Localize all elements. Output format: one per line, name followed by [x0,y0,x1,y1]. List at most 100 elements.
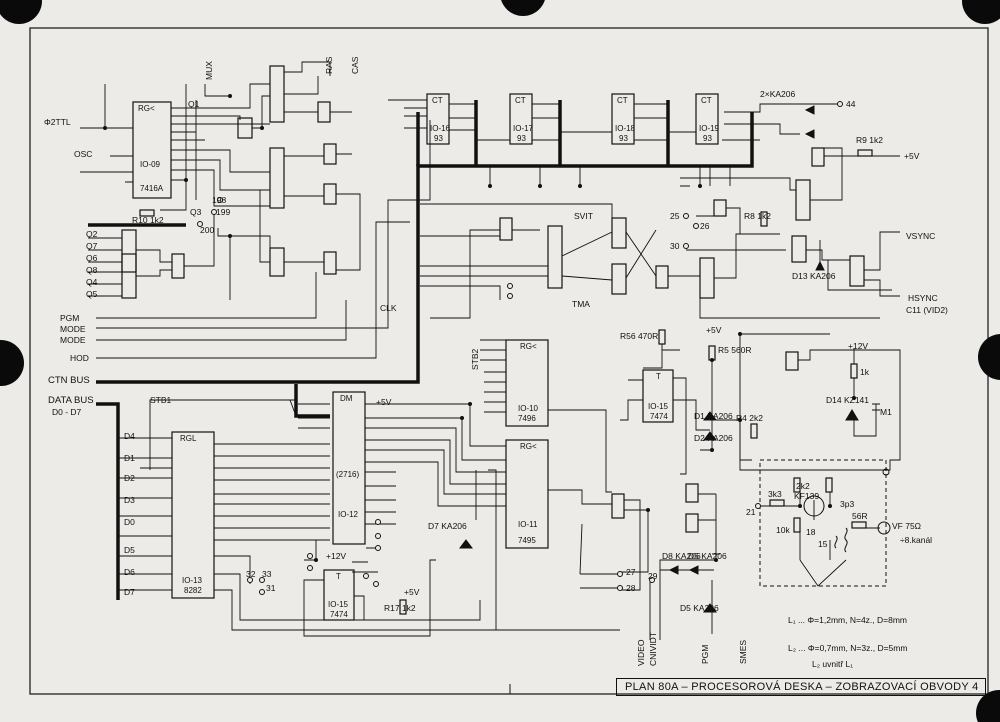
gate-and-7 [269,247,285,277]
chip-counter-19 [695,93,719,145]
gate-23 [685,513,699,533]
wiring [80,61,901,640]
chip-7474b-part: IO-15 [328,600,349,609]
label-28: 28 [626,583,636,593]
gate-and-6 [171,253,185,279]
label-data-bus-range: D0 - D7 [52,407,82,417]
label-d6: D6 [124,567,135,577]
label-27: 27 [626,567,636,577]
gate-18 [849,255,865,287]
label-r56: R56 470R [620,331,659,341]
label-r10k: 10k [776,525,790,535]
label-plus5v-dm: +5V [376,397,392,407]
label-plus5v-mid: +5V [706,325,722,335]
label-q4: Q4 [86,277,98,287]
label-mux: MUX [204,61,214,80]
label-smes: SMES [738,639,748,664]
label-r2k2: 2k2 [796,481,810,491]
label-r3k3: 3k3 [768,489,782,499]
label-q7: Q7 [86,241,98,251]
ctn-bus [88,100,754,418]
chip-rg-b-name: RG< [520,342,537,351]
resistor-3k3 [769,499,785,507]
chip-rg-b-type: 7496 [518,414,536,423]
label-198: 198 [212,195,227,205]
chip-rg-c-part: IO-11 [518,520,538,529]
gate-and-4 [121,229,137,273]
resistor-56r [851,521,867,529]
chip-rgl-8282 [171,431,215,599]
label-q3: Q3 [190,207,202,217]
gate-8 [323,251,337,275]
chip-c4-name: CT [701,96,712,105]
label-plus12v-b: +12V [326,551,347,561]
punch-hole-right-mid [978,334,1000,380]
label-29: 29 [648,571,658,581]
gate-17 [791,235,807,263]
chip-c1-name: CT [432,96,443,105]
chip-rg-c-type: 7495 [518,536,536,545]
label-two-ka206: 2×KA206 [760,89,796,99]
gate-16 [795,179,811,221]
label-33: 33 [262,569,272,579]
chip-7474-a [642,369,674,423]
label-plus12v: +12V [848,341,869,351]
gate-20 [713,199,727,217]
label-c11-vid2: C11 (VID2) [906,305,948,315]
chip-c3-part: IO-18 [615,124,636,133]
label-c18: 18 [806,527,816,537]
label-c3p3: 3p3 [840,499,855,509]
label-f2ttl: Φ2TTL [44,117,71,127]
label-d1: D1 [124,453,135,463]
junction-dots [103,94,856,562]
label-d8: D8 KA206 [662,551,701,561]
resistor-1k-b [825,477,833,493]
label-tma: TMA [572,299,590,309]
label-q2: Q2 [86,229,98,239]
chip-c3-type: 93 [619,134,628,143]
resistor-r17 [399,599,407,615]
label-r17: R17 1k2 [384,603,416,613]
label-ras: RAS [324,56,334,74]
chip-7474b-name: T [336,572,341,581]
label-44: 44 [846,99,856,109]
chip-7474b-type: 7474 [330,610,348,619]
label-d13: D13 KA206 [792,271,836,281]
resistor-r5 [708,345,716,361]
label-t1: KF139 [794,491,820,501]
chip-rg-b-part: IO-10 [518,404,539,413]
label-26: 26 [700,221,710,231]
resistor-r10 [139,209,155,217]
label-c15: 15 [818,539,828,549]
label-q5: Q5 [86,289,98,299]
chip-c2-part: IO-17 [513,124,534,133]
chip-rgl-name: RGL [180,434,197,443]
resistor-r4 [750,423,758,439]
resistor-1k [850,363,858,379]
gate-tma [611,263,627,295]
label-q6: Q6 [86,253,98,263]
gate-24 [611,493,625,519]
sheet-frame [29,27,989,695]
label-d5: D5 KA206 [688,551,727,561]
label-channels: ÷8.kanál [900,535,933,545]
chip-c2-type: 93 [517,134,526,143]
gate-9 [317,101,331,123]
label-30: 30 [670,241,680,251]
label-stb2: STB2 [470,348,480,370]
chip-counter-18 [611,93,635,145]
label-video: VIDEO [636,639,646,666]
gate-and-5 [121,253,137,299]
chip-rg-c-name: RG< [520,442,537,451]
label-d5: D5 [124,545,135,555]
label-m1: M1 [880,407,892,417]
label-d2: D2 KA206 [694,433,733,443]
chip-rg-7495 [505,439,549,549]
gate-14 [655,265,669,289]
diodes [459,105,859,613]
resistor-r56 [658,329,666,345]
chip-c3-name: CT [617,96,628,105]
label-d7: D7 KA206 [428,521,467,531]
